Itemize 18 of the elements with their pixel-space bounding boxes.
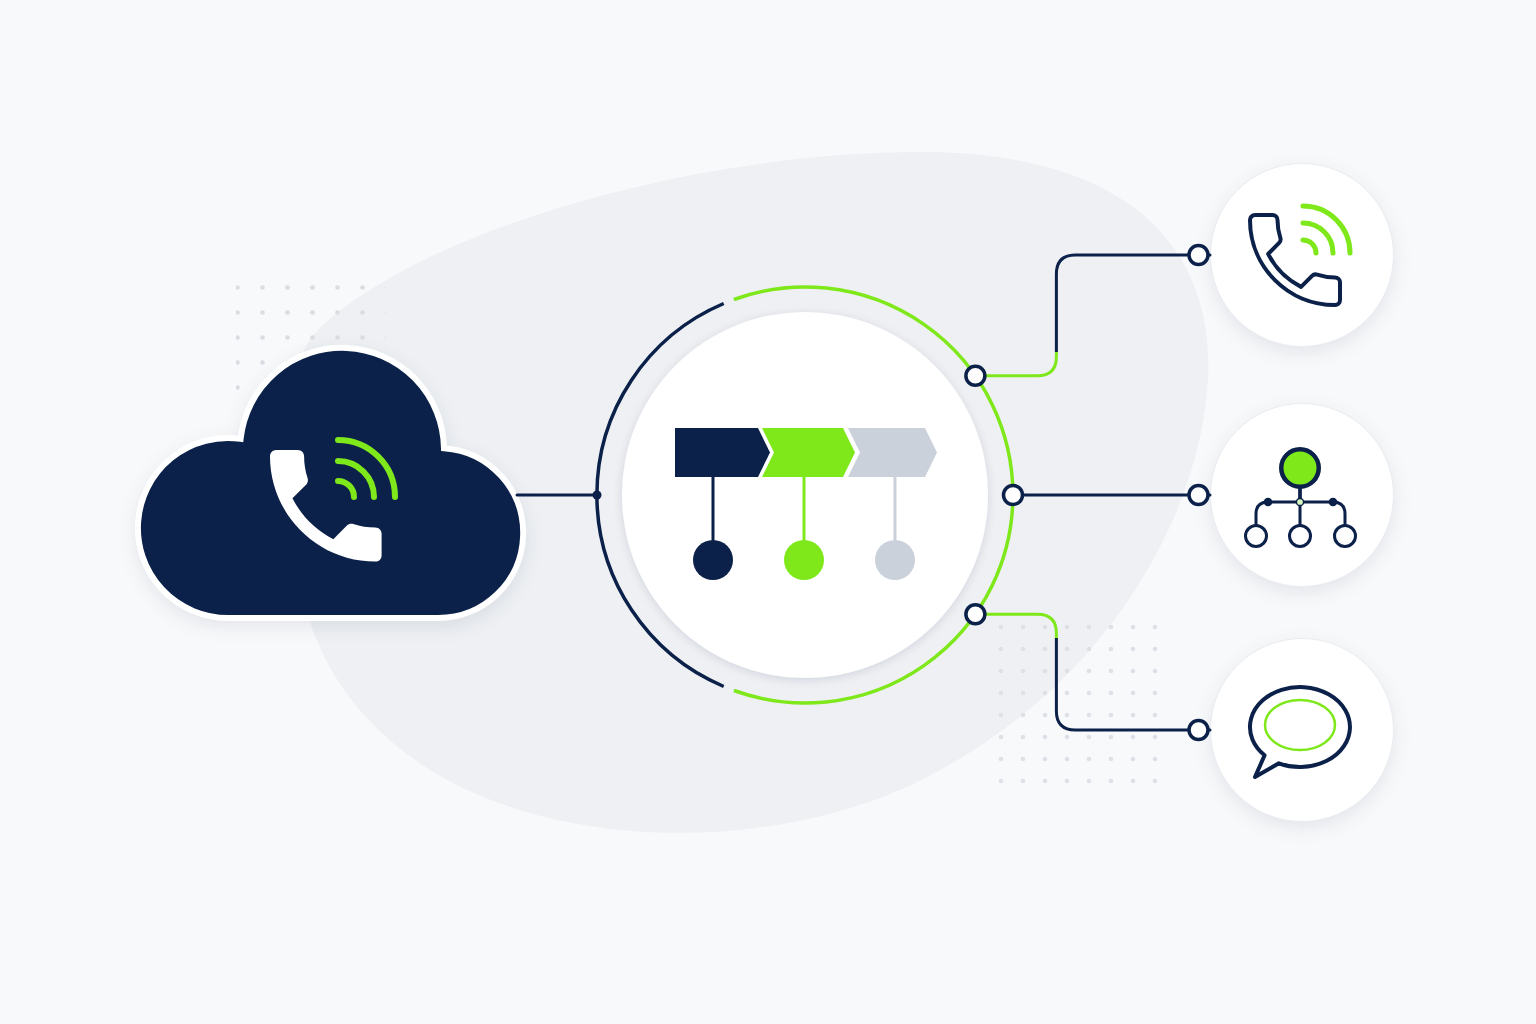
chat-circle xyxy=(1210,638,1394,822)
process-step-dot xyxy=(784,540,824,580)
process-step-dot xyxy=(875,540,915,580)
connector-line xyxy=(964,243,1212,387)
connector-line xyxy=(1001,483,1212,507)
process-step-dot xyxy=(693,540,733,580)
hub-circle xyxy=(597,287,1013,703)
connector-line xyxy=(802,475,806,542)
phone-circle xyxy=(1210,163,1394,347)
process-step xyxy=(675,428,770,477)
connector-line xyxy=(711,475,715,542)
org-chart-circle xyxy=(1210,403,1394,587)
process-step xyxy=(762,428,855,477)
process-step xyxy=(848,428,937,477)
connector-line xyxy=(964,603,1212,742)
connector-line xyxy=(515,490,602,500)
cloud xyxy=(135,345,526,621)
connector-line xyxy=(893,475,897,542)
